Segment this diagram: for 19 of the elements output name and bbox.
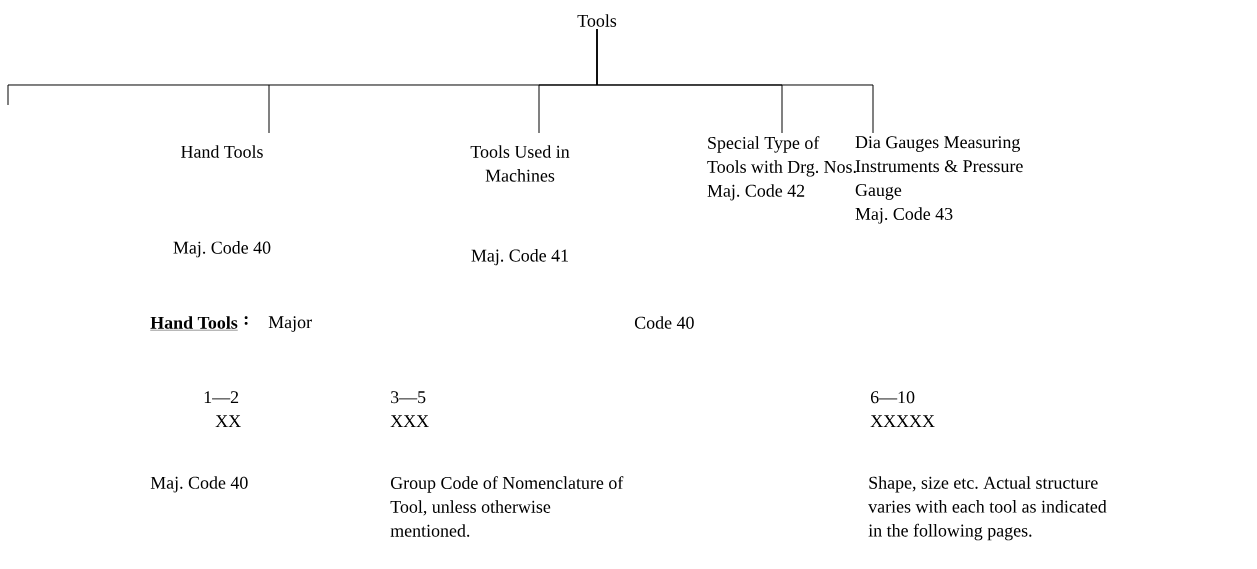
category-label: Dia Gauges Measuring Instruments & Pressure Gauge Maj. Code 43 [855, 136, 1023, 224]
digit-mask: XXXXX [870, 415, 935, 427]
field-description: Group Code of Nomenclature of Tool, unless otherwise mentioned. [390, 476, 624, 537]
field-label: Code 40 [634, 316, 694, 329]
category-label: Hand Tools Maj. Code 40 [173, 145, 271, 258]
digit-range: 1—2 [204, 391, 239, 404]
section-heading: Hand Tools [150, 316, 238, 331]
colon: : [244, 316, 248, 325]
category-label: Tools Used in Machines Maj. Code 41 [470, 145, 570, 266]
digit-mask: XXX [390, 415, 429, 427]
field-description: Shape, size etc. Actual structure varies with each tool as indicated in the following pages. [868, 476, 1107, 541]
tree-connector [596, 28, 874, 134]
digit-range: 6—10 [870, 391, 915, 404]
category-label: Special Type of Tools with Drg. Nos. Maj. Code 42 [707, 136, 856, 201]
field-description: Maj. Code 40 [150, 476, 248, 493]
digit-mask: XX [215, 415, 241, 427]
digit-range: 3—5 [391, 391, 426, 404]
field-label: Major [268, 316, 312, 332]
root-label: Tools [577, 14, 617, 27]
